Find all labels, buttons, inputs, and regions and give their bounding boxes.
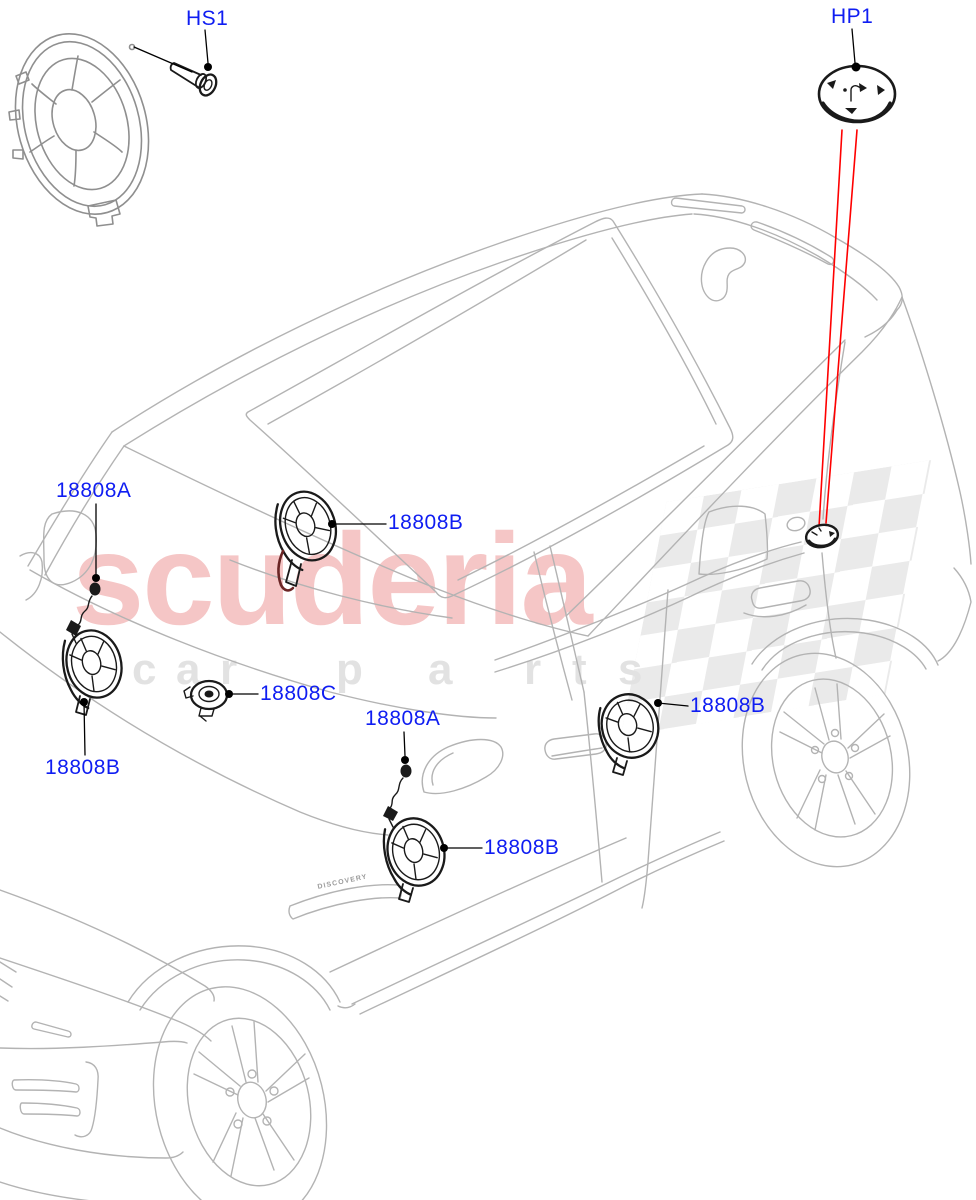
windshield-wiring-art [66, 582, 101, 644]
dash-speaker-art [274, 490, 338, 592]
door-wiring-art [383, 764, 412, 828]
rear-wheel-art [741, 617, 939, 868]
callout-18808a-windshield[interactable]: 18808A [56, 479, 132, 502]
watermark-letter: s [618, 645, 643, 694]
hs1-screw-art [169, 62, 218, 97]
hp1-target-location-art [804, 523, 840, 549]
hp1-roof-speaker-art [817, 64, 897, 124]
subwoofer-speaker-art [8, 33, 150, 227]
rear-door-speaker-art [597, 693, 660, 776]
callout-18808b-dash[interactable]: 18808B [388, 511, 464, 534]
watermark-letter: p [336, 645, 363, 694]
hp1-location-lines [818, 129, 858, 528]
leader-lines [80, 28, 861, 852]
callout-18808a-door[interactable]: 18808A [365, 707, 441, 730]
car-body-art [0, 193, 972, 1200]
callout-18808b-front-door[interactable]: 18808B [484, 836, 560, 859]
watermark-letter: c [132, 645, 157, 694]
watermark-brand: scuderia [72, 506, 593, 652]
watermark-letter: a [428, 645, 453, 694]
tweeter-art [183, 679, 229, 722]
front-wheel-art [127, 945, 341, 1200]
callout-hp1[interactable]: HP1 [831, 5, 874, 28]
callout-18808c-tweeter[interactable]: 18808C [260, 682, 337, 705]
callout-18808b-front-left[interactable]: 18808B [45, 756, 121, 779]
callout-18808b-rear-door[interactable]: 18808B [690, 694, 766, 717]
front-door-speaker-art [382, 817, 446, 903]
callout-hs1[interactable]: HS1 [186, 7, 229, 30]
front-left-speaker-art [61, 629, 123, 716]
